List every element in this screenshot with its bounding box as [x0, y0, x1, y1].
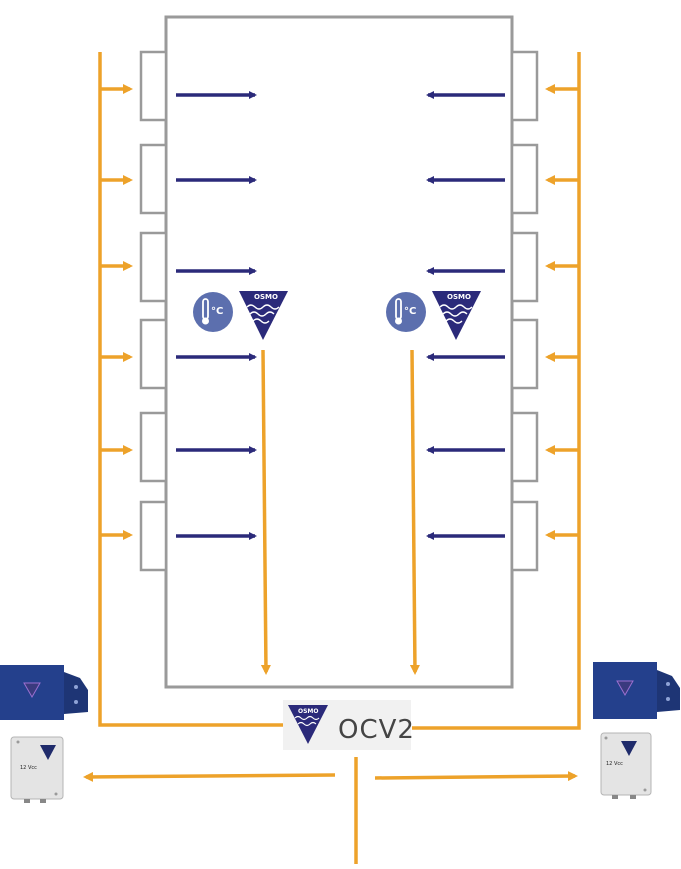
- left-sensor-line: [260, 349, 271, 675]
- right-port-4: [510, 318, 539, 390]
- left-supply-pipe: [98, 52, 285, 727]
- right-ports: [510, 50, 539, 572]
- right-port-6: [510, 500, 539, 572]
- right-sensor-line: [409, 349, 420, 675]
- left-ports: [139, 50, 168, 572]
- left-port-2: [139, 143, 168, 215]
- osmo-logo-icon: OSMO: [288, 705, 328, 744]
- left-port-1: [139, 50, 168, 122]
- thermometer-bulb: [202, 317, 209, 325]
- right-port-5: [510, 411, 539, 483]
- main-tank: [164, 15, 514, 689]
- thermometer-bulb: [395, 317, 402, 325]
- right-port-2: [510, 143, 539, 215]
- osmo-logo-label: OSMO: [254, 293, 278, 301]
- temperature-unit-label: °C: [404, 306, 416, 317]
- temperature-unit-label: °C: [211, 306, 223, 317]
- power-box-label: 12 Vcc: [606, 761, 623, 767]
- controller-ocv2: OSMO OCV2: [283, 700, 415, 750]
- left-pump: [0, 665, 88, 720]
- controller-label: OCV2: [338, 715, 415, 745]
- left-port-3: [139, 231, 168, 303]
- osmo-logo-icon: OSMO: [432, 291, 481, 340]
- right-supply-pipe: [412, 52, 581, 730]
- osmo-logo-icon: OSMO: [239, 291, 288, 340]
- right-power-box: 12 Vcc: [600, 732, 652, 799]
- right-pump: [593, 662, 680, 719]
- osmo-logo-label: OSMO: [298, 708, 319, 715]
- osmo-logo-label: OSMO: [447, 293, 471, 301]
- left-port-4: [139, 318, 168, 390]
- right-port-1: [510, 50, 539, 122]
- left-sensor-group: °C OSMO: [193, 291, 288, 340]
- supply-pipes: [83, 52, 581, 864]
- left-port-5: [139, 411, 168, 483]
- right-output-line: [374, 771, 578, 782]
- inflow-arrows: [176, 91, 505, 540]
- right-port-3: [510, 231, 539, 303]
- left-power-box: 12 Vcc: [10, 736, 64, 803]
- right-sensor-group: °C OSMO: [386, 291, 481, 340]
- power-box-body: [600, 732, 652, 796]
- power-box-label: 12 Vcc: [20, 765, 37, 771]
- left-port-6: [139, 500, 168, 572]
- left-output-line: [83, 771, 336, 782]
